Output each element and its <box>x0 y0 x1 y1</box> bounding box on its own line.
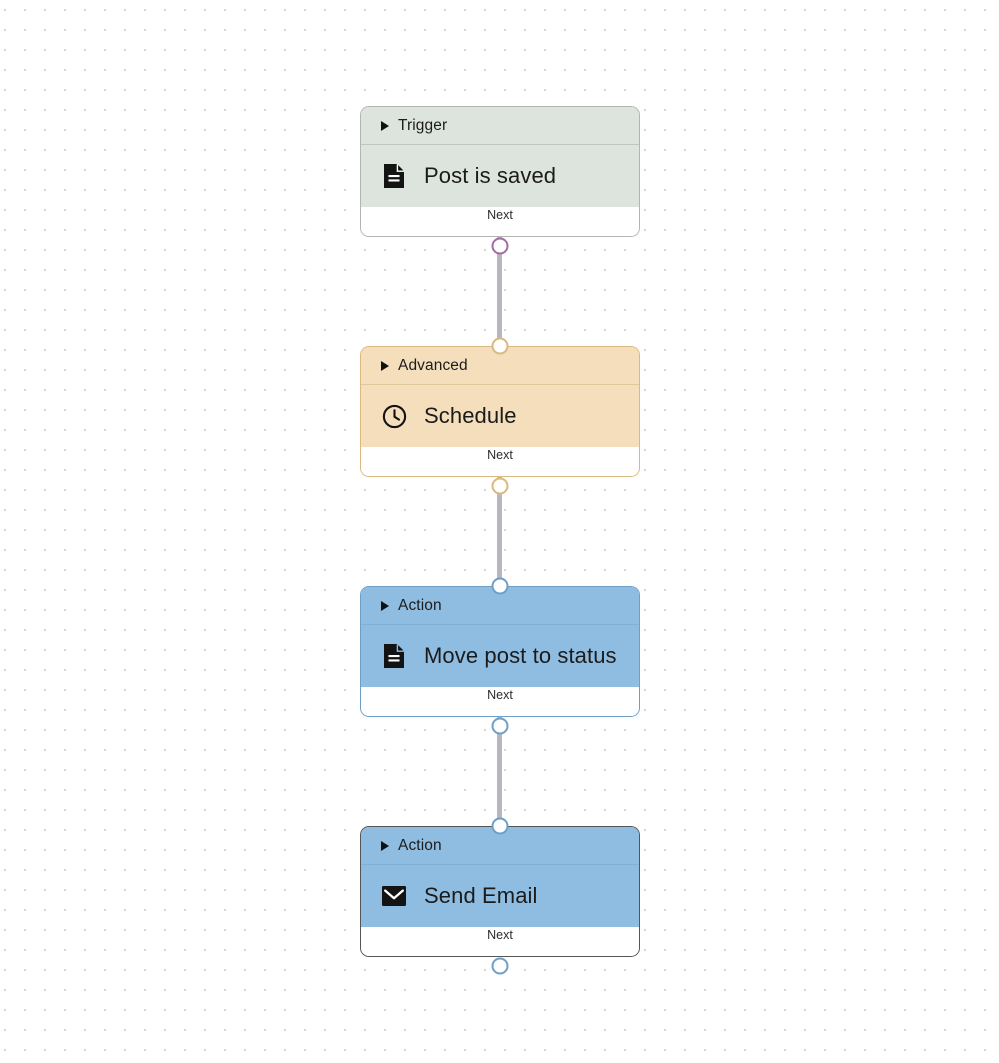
edge-trigger-to-advanced[interactable] <box>497 234 502 345</box>
node-output-port[interactable] <box>491 237 509 254</box>
node-category-label: Action <box>398 596 442 614</box>
chevron-right-icon[interactable] <box>381 120 389 131</box>
edge-action-move-to-send-email[interactable] <box>497 714 502 825</box>
node-category-label: Trigger <box>398 116 448 134</box>
node-header-trigger[interactable]: Trigger <box>361 107 639 145</box>
node-body-advanced[interactable]: Schedule <box>361 385 639 447</box>
node-category-label: Advanced <box>398 356 468 374</box>
node-body-action-move-post[interactable]: Move post to status <box>361 625 639 687</box>
workflow-node-advanced[interactable]: Advanced Schedule Next <box>360 337 640 494</box>
node-footer-action-send-email[interactable]: Next <box>361 927 639 956</box>
envelope-icon <box>381 883 407 909</box>
node-body-trigger[interactable]: Post is saved <box>361 145 639 207</box>
node-title: Send Email <box>424 883 538 908</box>
node-category-label: Action <box>398 836 442 854</box>
next-port-label: Next <box>487 688 513 702</box>
node-body-action-send-email[interactable]: Send Email <box>361 865 639 927</box>
node-input-port[interactable] <box>491 817 509 835</box>
node-footer-trigger[interactable]: Next <box>361 207 639 236</box>
edge-advanced-to-action-move[interactable] <box>497 474 502 585</box>
node-header-action-send-email[interactable]: Action <box>361 827 639 865</box>
node-input-port[interactable] <box>491 337 509 355</box>
workflow-node-action-move-post[interactable]: Action Move post to status Next <box>360 577 640 734</box>
node-output-port[interactable] <box>491 477 509 494</box>
chevron-right-icon[interactable] <box>381 360 389 371</box>
node-title: Schedule <box>424 403 517 428</box>
node-input-port[interactable] <box>491 577 509 595</box>
node-title: Move post to status <box>424 643 617 668</box>
chevron-right-icon[interactable] <box>381 600 389 611</box>
workflow-node-trigger[interactable]: Trigger Post is saved Next <box>360 106 640 254</box>
node-output-port[interactable] <box>491 957 509 974</box>
workflow-node-action-send-email[interactable]: Action Send Email Next <box>360 817 640 974</box>
node-footer-advanced[interactable]: Next <box>361 447 639 476</box>
chevron-right-icon[interactable] <box>381 840 389 851</box>
node-output-port[interactable] <box>491 717 509 734</box>
next-port-label: Next <box>487 928 513 942</box>
document-icon <box>381 643 407 669</box>
node-footer-action-move-post[interactable]: Next <box>361 687 639 716</box>
next-port-label: Next <box>487 208 513 222</box>
document-icon <box>381 163 407 189</box>
next-port-label: Next <box>487 448 513 462</box>
clock-icon <box>381 403 407 429</box>
node-title: Post is saved <box>424 163 557 188</box>
